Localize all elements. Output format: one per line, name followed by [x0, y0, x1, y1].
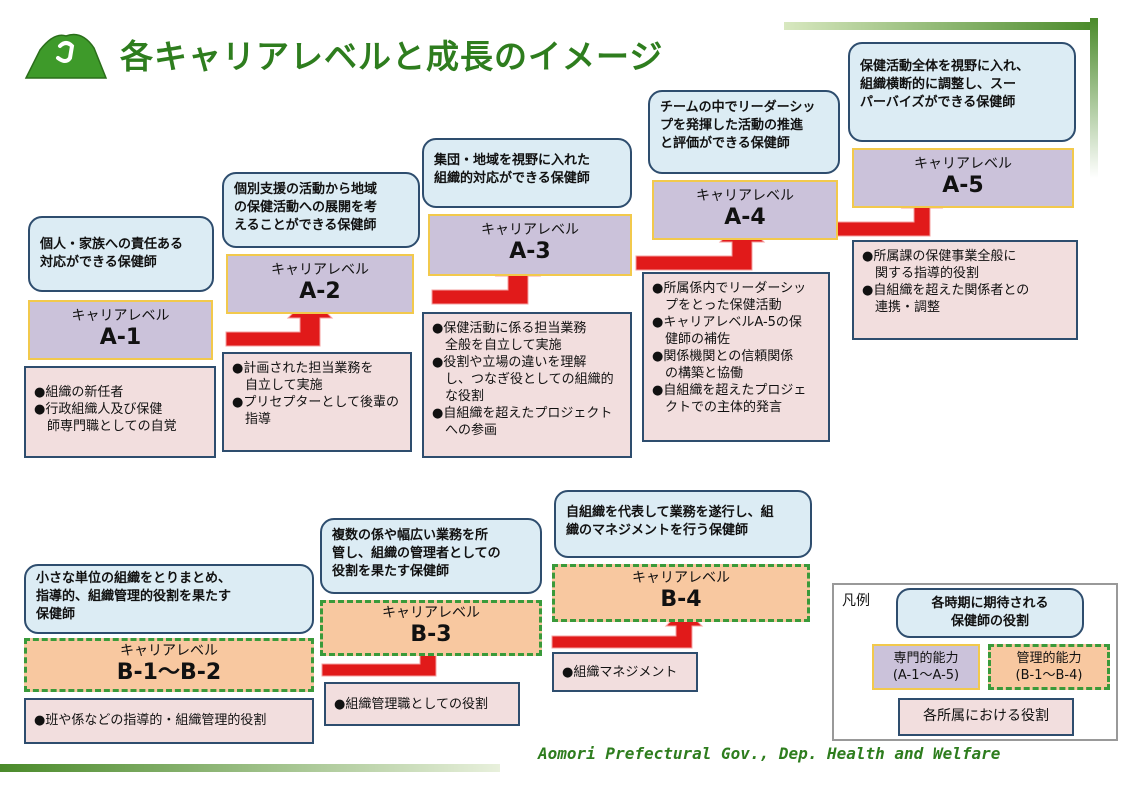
level-caption: キャリアレベル [71, 308, 170, 324]
level-a1-roles: ●組織の新任者 ●行政組織人及び保健 師専門職としての自覚 [24, 366, 216, 458]
level-a5-roles: ●所属課の保健事業全般に 関する指導的役割 ●自組織を超えた関係者との 連携・調… [852, 240, 1078, 340]
role-item: ●班や係などの指導的・組織管理的役割 [34, 713, 267, 728]
level-caption: キャリアレベル [632, 570, 730, 586]
level-b3-roles: ●組織管理職としての役割 [324, 682, 520, 726]
level-code: B-1～B-2 [116, 660, 222, 685]
level-code: B-3 [410, 622, 452, 647]
level-code: A-4 [724, 205, 766, 230]
level-a4-box: キャリアレベル A-4 [652, 180, 838, 240]
level-a2-box: キャリアレベル A-2 [226, 254, 414, 314]
role-item: ●自組織を超えたプロジェ クトでの主体的発言 [652, 383, 807, 415]
level-code: A-2 [299, 279, 341, 304]
level-a3-roles: ●保健活動に係る担当業務 全般を自立して実施 ●役割や立場の違いを理解 し、つな… [422, 312, 632, 458]
level-b4-roles: ●組織マネジメント [552, 652, 698, 692]
legend-title: 凡例 [842, 593, 870, 609]
level-b12-roles: ●班や係などの指導的・組織管理的役割 [24, 698, 314, 744]
role-item: ●キャリアレベルA-5の保 健師の補佐 [652, 315, 802, 347]
legend-level-a-sample: 専門的能力 (A-1～A-5) [872, 644, 980, 690]
level-a1-description: 個人・家族への責任ある 対応ができる保健師 [28, 216, 214, 292]
level-code: A-1 [99, 325, 142, 350]
role-item: ●組織マネジメント [562, 665, 678, 680]
role-item: ●保健活動に係る担当業務 全般を自立して実施 [432, 321, 587, 353]
role-item: ●行政組織人及び保健 師専門職としての自覚 [34, 402, 177, 434]
level-caption: キャリアレベル [914, 156, 1012, 172]
level-a4-roles: ●所属係内でリーダーシッ プをとった保健活動 ●キャリアレベルA-5の保 健師の… [642, 272, 830, 442]
role-item: ●自組織を超えた関係者との 連携・調整 [862, 283, 1030, 315]
legend-level-b-sample: 管理的能力 (B-1～B-4) [988, 644, 1110, 690]
role-item: ●所属課の保健事業全般に 関する指導的役割 [862, 249, 1017, 281]
role-item: ●プリセプターとして後輩の 指導 [232, 395, 399, 427]
top-decorative-rule [784, 22, 1094, 30]
level-caption: キャリアレベル [120, 643, 218, 659]
level-caption: キャリアレベル [382, 605, 480, 621]
level-a5-description: 保健活動全体を視野に入れ、 組織横断的に調整し、スー パーバイズができる保健師 [848, 42, 1076, 142]
level-b3-box: キャリアレベル B-3 [320, 600, 542, 656]
role-item: ●自組織を超えたプロジェクト への参画 [432, 406, 613, 438]
role-item: ●組織の新任者 [34, 385, 124, 400]
level-b3-description: 複数の係や幅広い業務を所 管し、組織の管理者としての 役割を果たす保健師 [320, 518, 542, 594]
level-a5-box: キャリアレベル A-5 [852, 148, 1074, 208]
prefecture-logo-icon [24, 33, 108, 79]
level-code: B-4 [660, 587, 702, 612]
page-title: 各キャリアレベルと成長のイメージ [120, 37, 664, 76]
legend-description-sample: 各時期に期待される 保健師の役割 [896, 588, 1084, 638]
level-a3-description: 集団・地域を視野に入れた 組織的対応ができる保健師 [422, 138, 632, 208]
level-b12-box: キャリアレベル B-1～B-2 [24, 638, 314, 692]
level-caption: キャリアレベル [481, 222, 579, 238]
role-item: ●関係機関との信頼関係 の構築と協働 [652, 349, 794, 381]
role-item: ●組織管理職としての役割 [334, 697, 488, 712]
level-caption: キャリアレベル [271, 262, 369, 278]
role-item: ●計画された担当業務を 自立して実施 [232, 361, 374, 393]
bottom-decorative-rule [0, 764, 500, 772]
level-code: A-5 [942, 173, 984, 198]
level-b12-description: 小さな単位の組織をとりまとめ、 指導的、組織管理的役割を果たす 保健師 [24, 564, 314, 634]
level-a3-box: キャリアレベル A-3 [428, 214, 632, 276]
footer-credit: Aomori Prefectural Gov., Dep. Health and… [538, 744, 1001, 763]
level-a4-description: チームの中でリーダーシッ プを発揮した活動の推進 と評価ができる保健師 [648, 90, 840, 174]
level-caption: キャリアレベル [696, 188, 794, 204]
role-item: ●役割や立場の違いを理解 し、つなぎ役としての組織的 な役割 [432, 355, 614, 404]
level-a1-box: キャリアレベル A-1 [28, 300, 213, 360]
level-b4-description: 自組織を代表して業務を遂行し、組 織のマネジメントを行う保健師 [554, 490, 812, 558]
level-a2-roles: ●計画された担当業務を 自立して実施 ●プリセプターとして後輩の 指導 [222, 352, 412, 452]
role-item: ●所属係内でリーダーシッ プをとった保健活動 [652, 281, 807, 313]
legend-role-sample: 各所属における役割 [898, 698, 1074, 736]
level-a2-description: 個別支援の活動から地域 の保健活動への展開を考 えることができる保健師 [222, 172, 420, 248]
right-decorative-rule [1090, 18, 1098, 178]
level-b4-box: キャリアレベル B-4 [552, 564, 810, 622]
level-code: A-3 [509, 239, 551, 264]
